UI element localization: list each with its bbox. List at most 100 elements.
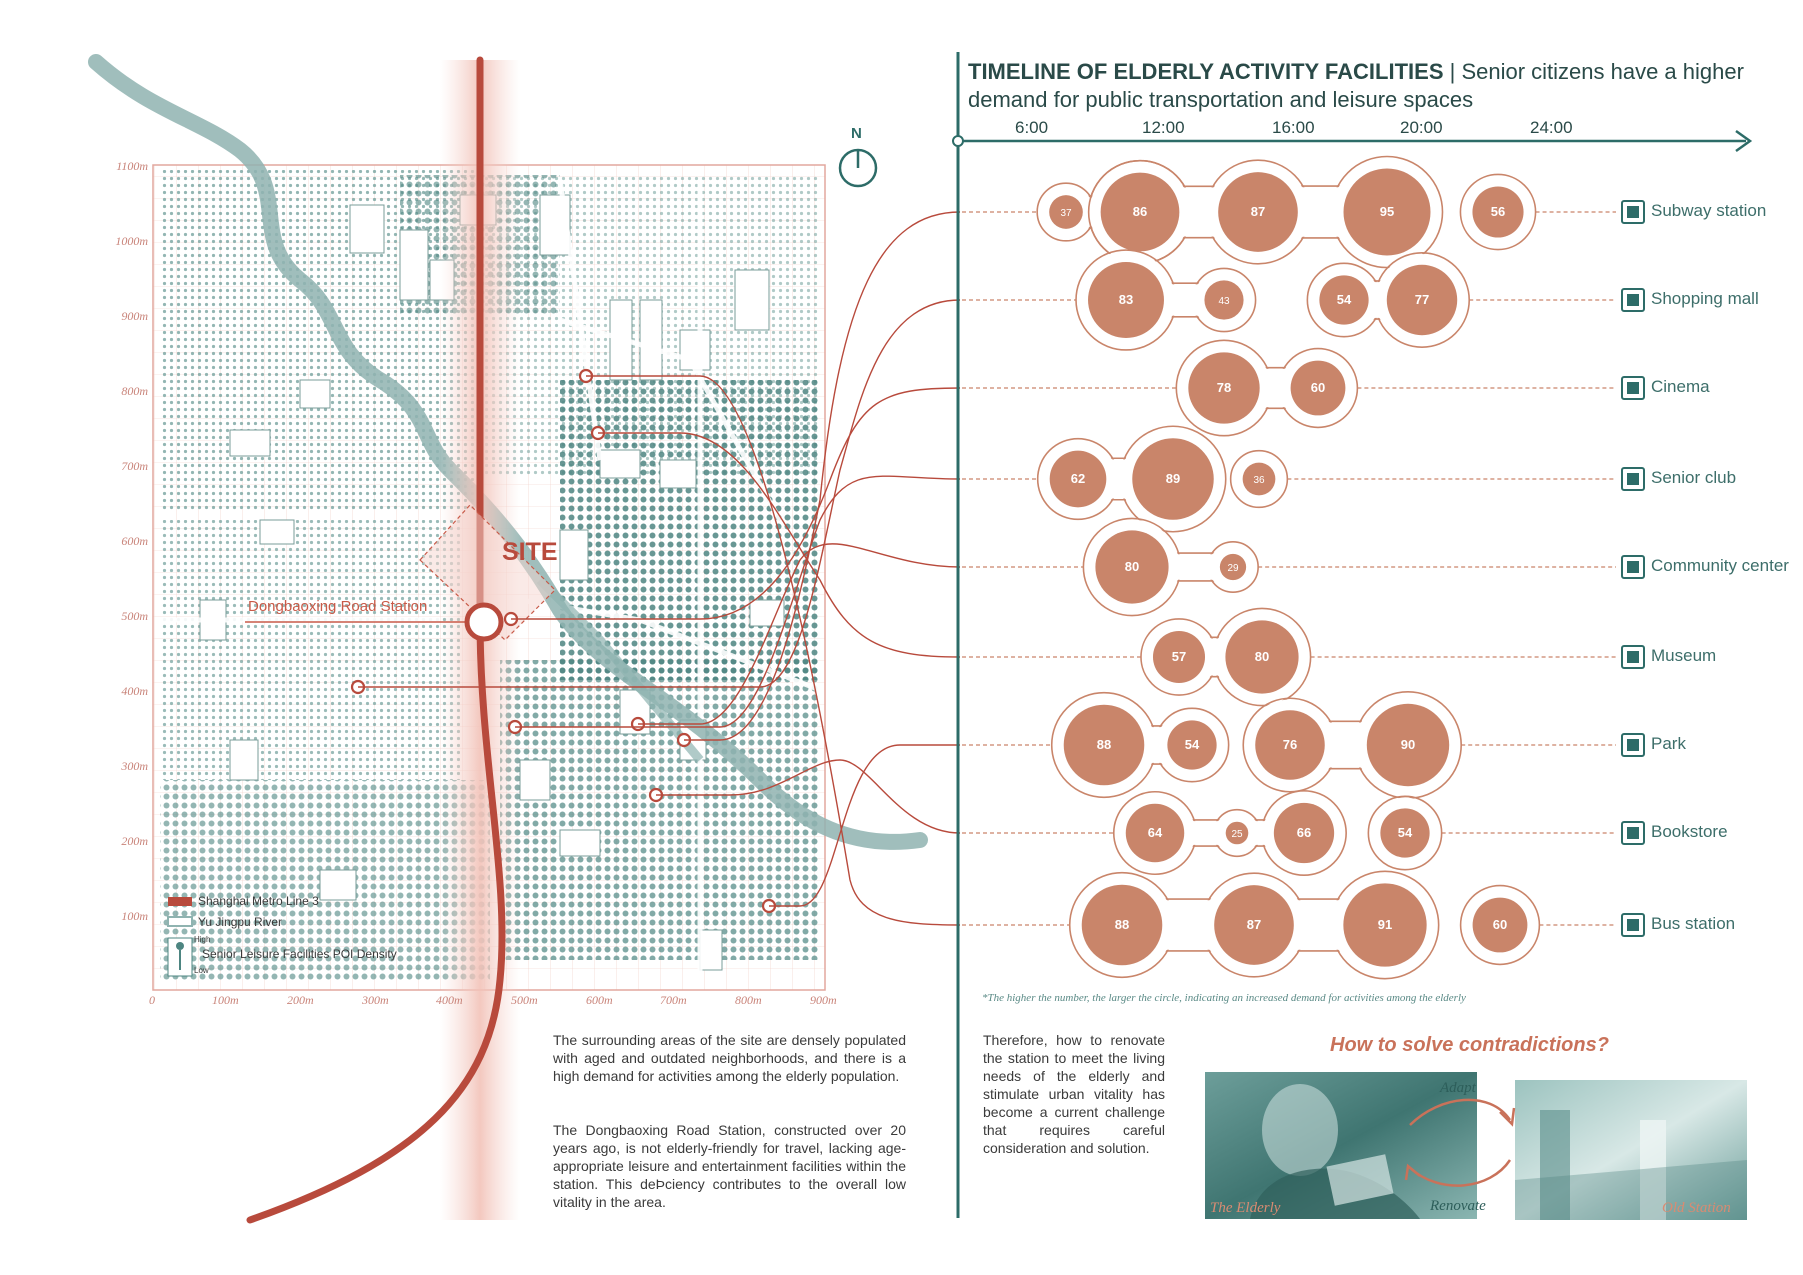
museum-icon [1621, 645, 1645, 669]
community-center-icon [1621, 555, 1645, 579]
demand-value: 87 [1247, 917, 1261, 932]
elderly-label: The Elderly [1210, 1200, 1281, 1216]
demand-value: 80 [1125, 559, 1139, 574]
facility-label: Park [1651, 734, 1686, 753]
demand-bubble [1225, 821, 1249, 845]
demand-value: 66 [1297, 825, 1311, 840]
demand-bubble [1255, 710, 1325, 780]
north-arrow [838, 148, 878, 188]
demand-value: 78 [1217, 380, 1231, 395]
demand-value: 90 [1401, 737, 1415, 752]
demand-value: 25 [1231, 829, 1243, 840]
demand-value: 86 [1133, 204, 1147, 219]
station-marker[interactable] [464, 602, 504, 642]
y-tick: 700m [121, 459, 148, 473]
old-station-label: Old Station [1662, 1200, 1731, 1216]
time-label: 6:00 [1015, 118, 1049, 137]
y-tick: 1000m [115, 234, 148, 248]
demand-bubble [1049, 195, 1083, 229]
demand-bubble [1095, 530, 1169, 604]
demand-value: 91 [1378, 917, 1392, 932]
demand-value: 54 [1185, 737, 1200, 752]
demand-bubble [1214, 885, 1294, 965]
timeline-title-line2: demand for public transportation and lei… [968, 87, 1474, 112]
time-label: 12:00 [1142, 118, 1185, 137]
facility-label: Senior club [1651, 468, 1737, 487]
x-tick: 600m [586, 993, 613, 1007]
demand-value: 87 [1251, 204, 1265, 219]
facility-label: Bus station [1651, 914, 1736, 933]
demand-bubble [1132, 438, 1214, 520]
paragraph-surroundings: The surrounding areas of the site are de… [553, 1032, 906, 1084]
demand-value: 37 [1060, 208, 1072, 219]
demand-value: 83 [1119, 292, 1133, 307]
demand-bubble [1081, 884, 1163, 966]
y-tick: 200m [121, 834, 148, 848]
demand-value: 88 [1097, 737, 1111, 752]
demand-bubble [1472, 897, 1528, 953]
cinema-icon [1621, 376, 1645, 400]
shanghai-metro-line-3 [246, 56, 506, 1224]
timeline-title-rest: | Senior citizens have a higher [1443, 59, 1744, 84]
chart-footnote: *The higher the number, the larger the c… [982, 992, 1466, 1004]
north-label: N [851, 125, 862, 142]
demand-value: 80 [1255, 649, 1269, 664]
site-label: SITE [502, 538, 558, 566]
demand-value: 60 [1311, 380, 1325, 395]
time-label: 24:00 [1530, 118, 1573, 137]
cycle-heading: How to solve contradictions? [1330, 1034, 1609, 1056]
facility-label: Subway station [1651, 201, 1767, 220]
demand-value: 95 [1380, 204, 1394, 219]
paragraph-station: The Dongbaoxing Road Station, constructe… [553, 1122, 906, 1210]
demand-bubble [1049, 450, 1107, 508]
demand-value: 88 [1115, 917, 1129, 932]
facility-label: Cinema [1651, 377, 1710, 396]
paragraph-challenge: Therefore, how to renovate the station t… [983, 1032, 1165, 1156]
legend-river: Yu Jingpu River [198, 915, 283, 929]
timeline-title: TIMELINE OF ELDERLY ACTIVITY FACILITIES … [968, 58, 1744, 114]
demand-value: 89 [1166, 471, 1180, 486]
y-tick: 300m [121, 759, 148, 773]
x-tick: 500m [511, 993, 538, 1007]
x-tick: 400m [436, 993, 463, 1007]
x-tick: 300m [362, 993, 389, 1007]
yu-jingpu-river [88, 54, 928, 850]
demand-bubble [1242, 462, 1276, 496]
demand-bubble [1380, 808, 1430, 858]
demand-value: 62 [1071, 471, 1085, 486]
facility-label: Museum [1651, 646, 1717, 665]
legend-metro: Shanghai Metro Line 3 [198, 894, 319, 908]
cycle-diagram [1205, 1072, 1747, 1220]
demand-bubble [1152, 630, 1206, 684]
demand-bubble [1219, 553, 1247, 581]
senior-club-icon [1621, 467, 1645, 491]
x-tick: 700m [660, 993, 687, 1007]
demand-bubble [1386, 264, 1458, 336]
x-tick: 900m [810, 993, 837, 1007]
time-label: 16:00 [1272, 118, 1315, 137]
demand-bubble [1063, 704, 1145, 786]
y-tick: 1100m [116, 159, 148, 173]
facility-row: 78 60 [962, 339, 1645, 437]
demand-bubble [1218, 172, 1298, 252]
site-map [88, 54, 928, 1224]
demand-bubble [1343, 883, 1427, 967]
legend-high: High [194, 935, 211, 944]
shop-icon [1621, 288, 1645, 312]
demand-value: 77 [1415, 292, 1429, 307]
renovate-arrow [1409, 1159, 1512, 1187]
y-tick: 600m [121, 534, 148, 548]
demand-bubble [1188, 352, 1260, 424]
adapt-arrow [1409, 1098, 1512, 1126]
demand-bubble [1273, 802, 1335, 864]
demand-value: 56 [1491, 204, 1505, 219]
timeline-axis [952, 52, 1753, 1218]
demand-bubble [1225, 620, 1299, 694]
demand-value: 54 [1398, 825, 1413, 840]
bus-icon [1621, 913, 1645, 937]
